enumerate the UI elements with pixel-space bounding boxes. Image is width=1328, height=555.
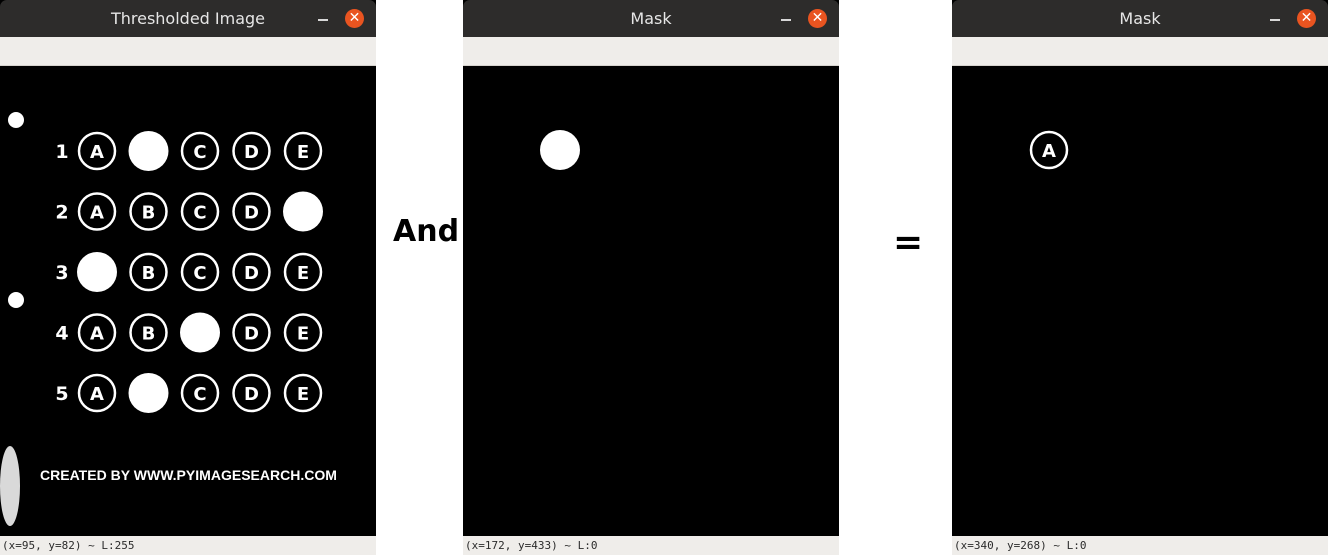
window-titlebar[interactable]: Mask ✕ <box>952 0 1328 37</box>
result-bubble-letter: A <box>1042 141 1056 162</box>
bubble-letter: E <box>297 263 309 284</box>
close-icon[interactable]: ✕ <box>1297 9 1316 28</box>
status-text: (x=340, y=268) ~ L:0 <box>954 539 1087 552</box>
bubble-outline <box>77 373 117 413</box>
filled-bubble <box>180 312 220 353</box>
filled-bubble <box>128 373 169 413</box>
bubble-letter: B <box>142 263 156 284</box>
row-number: 5 <box>55 383 68 405</box>
minimize-icon[interactable] <box>1270 19 1280 21</box>
bubble-outline <box>283 131 323 171</box>
minimize-icon[interactable] <box>781 19 791 21</box>
filled-bubble <box>128 131 169 171</box>
bubble-letter: E <box>297 142 309 163</box>
close-icon[interactable]: ✕ <box>345 9 364 28</box>
bubble-outline <box>180 131 220 171</box>
window-toolbar <box>463 37 839 66</box>
bubble-letter: D <box>244 384 259 405</box>
window-toolbar <box>0 37 376 66</box>
filled-bubble <box>283 191 323 232</box>
and-operator: And <box>393 214 460 249</box>
mask-filled-circle <box>540 130 580 170</box>
filled-bubble <box>77 252 117 292</box>
bubble-outline <box>129 192 168 231</box>
bubble-letter: D <box>244 263 259 284</box>
bubble-outline <box>232 313 271 352</box>
bubble-outline <box>77 131 117 171</box>
bubble-letter: D <box>244 324 259 345</box>
scan-noise <box>0 446 20 526</box>
minimize-icon[interactable] <box>318 19 328 21</box>
bubble-letter: A <box>90 324 104 345</box>
bubble-letter: C <box>193 142 206 163</box>
status-text: (x=95, y=82) ~ L:255 <box>2 539 135 552</box>
bubble-outline <box>180 252 220 292</box>
bubble-outline <box>283 373 323 413</box>
status-text: (x=172, y=433) ~ L:0 <box>465 539 598 552</box>
mask-window: Mask ✕ (x=172, y=433) ~ L:0 <box>463 0 839 555</box>
bubble-outline <box>180 192 220 231</box>
bubble-outline <box>129 313 168 352</box>
bubble-letter: A <box>90 203 104 224</box>
bubble-outline <box>232 131 271 171</box>
status-bar: (x=340, y=268) ~ L:0 <box>952 536 1328 555</box>
window-titlebar[interactable]: Thresholded Image ✕ <box>0 0 376 37</box>
bubble-outline <box>283 252 323 292</box>
image-canvas[interactable]: A <box>952 66 1328 536</box>
bubble-letter: E <box>297 324 309 345</box>
bubble-letter: C <box>193 203 206 224</box>
row-number: 3 <box>55 262 68 284</box>
status-bar: (x=95, y=82) ~ L:255 <box>0 536 376 555</box>
registration-dot <box>8 292 24 308</box>
result-bubble-outline <box>1029 130 1069 170</box>
mask-image <box>540 130 580 170</box>
registration-dot <box>8 112 24 128</box>
window-toolbar <box>952 37 1328 66</box>
bubble-letter: B <box>142 324 156 345</box>
bubble-outline <box>180 373 220 413</box>
close-icon[interactable]: ✕ <box>808 9 827 28</box>
bubble-outline <box>283 313 323 352</box>
status-bar: (x=172, y=433) ~ L:0 <box>463 536 839 555</box>
bubble-letter: E <box>297 384 309 405</box>
row-number: 1 <box>55 141 68 163</box>
bubble-letter: D <box>244 142 259 163</box>
mask-result-window: Mask ✕ A (x=340, y=268) ~ L:0 <box>952 0 1328 555</box>
bubble-letter: A <box>90 142 104 163</box>
bubble-outline <box>232 252 271 292</box>
row-number: 2 <box>55 202 68 224</box>
bubble-outline <box>77 192 117 231</box>
window-title: Thresholded Image <box>110 9 266 28</box>
window-title: Mask <box>1119 9 1161 28</box>
equals-operator: = <box>893 222 924 263</box>
bubble-outline <box>232 373 271 413</box>
bubble-outline <box>232 192 271 231</box>
window-titlebar[interactable]: Mask ✕ <box>463 0 839 37</box>
image-canvas[interactable] <box>463 66 839 536</box>
mask-result-image: A <box>1029 130 1069 170</box>
bubble-letter: B <box>142 203 156 224</box>
bubble-letter: C <box>193 384 206 405</box>
bubble-letter: C <box>193 263 206 284</box>
bubble-letter: A <box>90 384 104 405</box>
window-title: Mask <box>630 9 672 28</box>
credit-text: CREATED BY WWW.PYIMAGESEARCH.COM <box>40 467 337 483</box>
bubble-outline <box>129 252 168 292</box>
bubble-letter: D <box>244 203 259 224</box>
row-number: 4 <box>55 323 68 345</box>
bubble-outline <box>77 313 117 352</box>
